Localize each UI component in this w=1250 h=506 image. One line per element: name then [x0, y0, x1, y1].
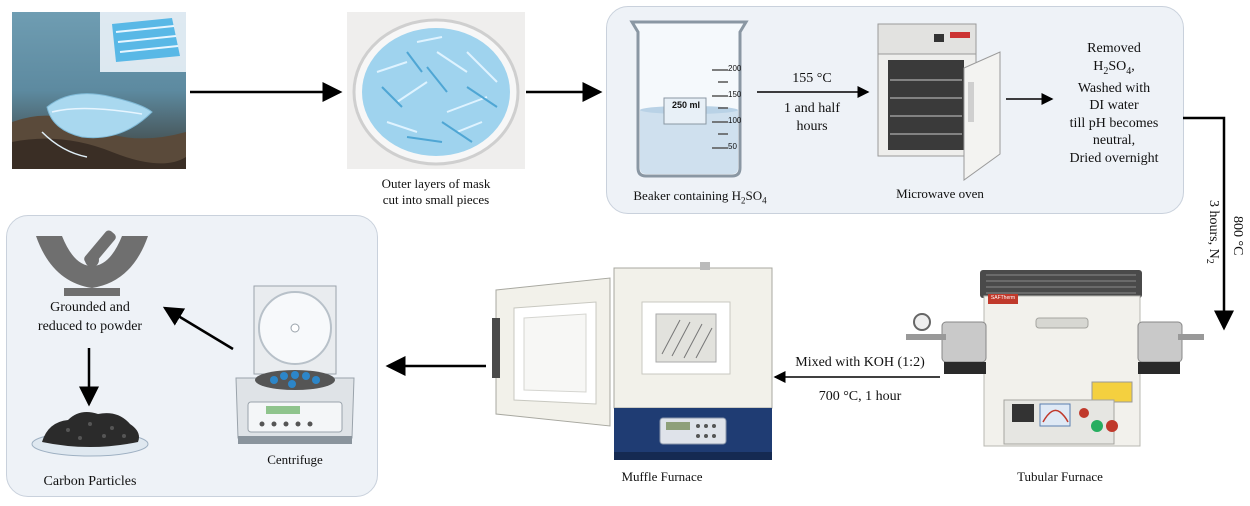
beaker-label: Beaker containing H2SO4 — [633, 188, 767, 206]
centrifuge-label: Centrifuge — [267, 452, 323, 467]
microwave-temperature: 155 °C — [792, 71, 832, 86]
mask-photo — [12, 12, 186, 169]
beaker-tick-200: 200 — [728, 64, 742, 73]
carbon-particles-label: Carbon Particles — [43, 474, 137, 489]
muffle-furnace-graphic — [490, 262, 775, 462]
centrifuge-graphic — [232, 282, 358, 446]
mortar-pestle-icon — [34, 226, 150, 296]
activation-condition: 700 °C, 1 hour — [818, 389, 902, 404]
beaker-graphic: 250 ml 200 150 100 50 — [628, 18, 750, 180]
beaker-volume-label: 250 ml — [671, 100, 701, 110]
mask-pieces-photo — [347, 12, 525, 169]
beaker-tick-50: 50 — [728, 142, 737, 151]
beaker-tick-100: 100 — [728, 116, 742, 125]
tubular-furnace-graphic: SAFTherm — [902, 266, 1206, 456]
beaker-tick-150: 150 — [728, 90, 742, 99]
muffle-furnace-label: Muffle Furnace — [621, 469, 703, 484]
furnace-duration: 3 hours, N2 — [1204, 200, 1221, 264]
tubular-furnace-label: Tubular Furnace — [1017, 469, 1103, 484]
furnace-temperature: 800 °C — [1230, 216, 1245, 256]
wash-dry-step: Removed H2SO4, Washed with DI water till… — [1069, 41, 1159, 166]
koh-mixing-condition: Mixed with KOH (1:2) — [795, 355, 925, 370]
microwave-label: Microwave oven — [896, 186, 984, 201]
tubular-furnace-brand: SAFTherm — [990, 295, 1016, 301]
carbon-particles-graphic — [28, 406, 152, 458]
microwave-oven-graphic — [876, 22, 1004, 184]
